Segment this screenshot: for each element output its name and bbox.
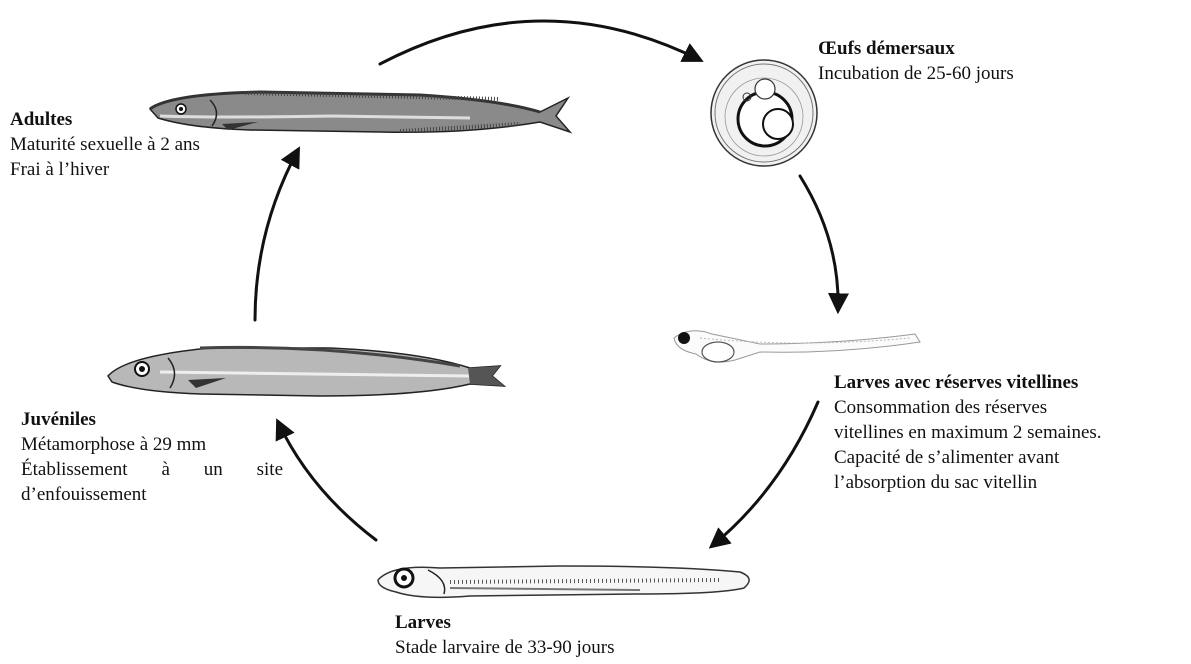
stage-label-juveniles: Juvéniles Métamorphose à 29 mm Établisse… bbox=[21, 407, 283, 507]
stage-line: Frai à l’hiver bbox=[10, 157, 200, 182]
stage-title-adults: Adultes bbox=[10, 107, 200, 132]
stage-line: Métamorphose à 29 mm bbox=[21, 432, 283, 457]
stage-line: Établissement à un site bbox=[21, 457, 283, 482]
juvenile-fish-illustration bbox=[108, 347, 504, 396]
stage-label-eggs: Œufs démersaux Incubation de 25-60 jours bbox=[818, 36, 1014, 86]
arrow-eggs-to-yolk-larvae bbox=[800, 176, 838, 310]
stage-line: Incubation de 25-60 jours bbox=[818, 61, 1014, 86]
stage-line: d’enfouissement bbox=[21, 482, 283, 507]
demersal-egg-illustration bbox=[711, 60, 817, 166]
arrow-larvae-to-juveniles bbox=[278, 422, 376, 540]
adult-fish-illustration bbox=[150, 92, 570, 132]
arrow-yolk-larvae-to-larvae bbox=[712, 402, 818, 546]
stage-label-larvae: Larves Stade larvaire de 33-90 jours bbox=[395, 610, 614, 660]
larva-illustration bbox=[378, 566, 749, 597]
yolk-sac-larva-illustration bbox=[674, 331, 920, 362]
stage-line: Capacité de s’alimenter avant bbox=[834, 445, 1102, 470]
stage-title-larvae: Larves bbox=[395, 610, 614, 635]
stage-line: vitellines en maximum 2 semaines. bbox=[834, 420, 1102, 445]
stage-line: Stade larvaire de 33-90 jours bbox=[395, 635, 614, 660]
arrow-juveniles-to-adults bbox=[255, 150, 298, 320]
stage-line: l’absorption du sac vitellin bbox=[834, 470, 1102, 495]
stage-label-yolk-larvae: Larves avec réserves vitellines Consomma… bbox=[834, 370, 1102, 495]
stage-title-yolk-larvae: Larves avec réserves vitellines bbox=[834, 370, 1102, 395]
stage-line: Consommation des réserves bbox=[834, 395, 1102, 420]
stage-label-adults: Adultes Maturité sexuelle à 2 ans Frai à… bbox=[10, 107, 200, 182]
stage-line: Maturité sexuelle à 2 ans bbox=[10, 132, 200, 157]
stage-title-eggs: Œufs démersaux bbox=[818, 36, 1014, 61]
arrow-adults-to-eggs bbox=[380, 21, 700, 64]
stage-title-juveniles: Juvéniles bbox=[21, 407, 283, 432]
